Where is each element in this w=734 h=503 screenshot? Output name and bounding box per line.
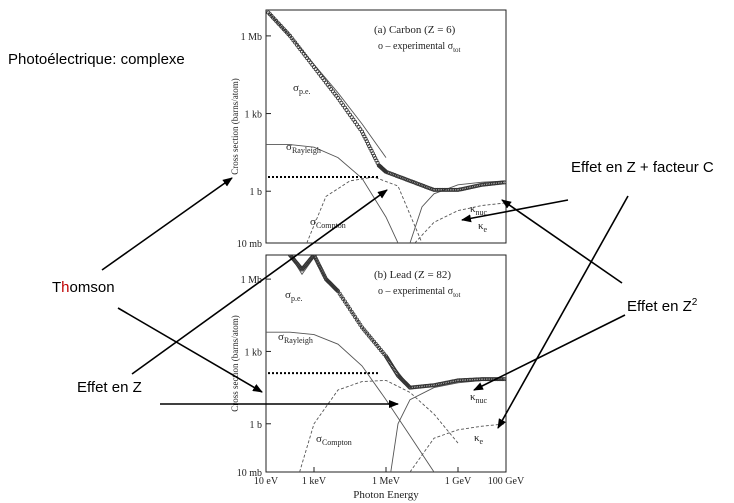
- series-line: [306, 176, 423, 243]
- series-line: [414, 202, 506, 243]
- data-point: [502, 377, 506, 382]
- arrow-zc-to-carbon-ke: [461, 199, 569, 223]
- effet-z-label: Effet en Z: [77, 379, 142, 396]
- legend-entry: o – experimental σtot: [378, 286, 461, 299]
- arrow-z2-to-lead-knuc: [473, 314, 626, 391]
- chart-panel-lead: 1 Mb 1 kb 1 b 10 mb Cross section (barns/ato…: [230, 254, 525, 501]
- data-point: [407, 384, 412, 389]
- arrow-effetz-to-carbon: [131, 189, 388, 375]
- arrow-z2-to-carbon-knuc: [501, 199, 623, 284]
- y-tick-label: 1 b: [250, 187, 263, 198]
- curve-label: κe: [474, 432, 484, 446]
- curve-label: σRayleigh: [286, 141, 321, 155]
- data-point: [502, 180, 506, 185]
- series-sigma-tot-points: [266, 10, 506, 192]
- y-tick-label: 1 Mb: [241, 275, 262, 286]
- data-point: [500, 180, 505, 185]
- effet-z2-base: Effet en Z: [627, 298, 692, 315]
- panel-title: (a) Carbon (Z = 6): [374, 24, 456, 36]
- panel-title: (b) Lead (Z = 82): [374, 269, 451, 281]
- y-tick-label: 1 Mb: [241, 32, 262, 43]
- y-axis-label: Cross section (barns/atom): [230, 315, 240, 411]
- thomson-suffix: omson: [70, 279, 115, 296]
- x-axis-label: Photon Energy: [353, 489, 419, 501]
- series-line: [266, 331, 435, 472]
- series-line: [266, 144, 399, 243]
- arrow-thomson-to-carbon: [101, 177, 233, 271]
- thomson-prefix: T: [52, 279, 61, 296]
- curve-label: σRayleigh: [278, 331, 313, 345]
- legend-entry: o – experimental σtot: [378, 41, 461, 54]
- curve-label: σCompton: [316, 433, 352, 447]
- curve-label: σp.e.: [293, 82, 311, 96]
- curve-label: σp.e.: [285, 289, 303, 303]
- x-tick-label: 1 MeV: [372, 476, 401, 487]
- y-axis-label: Cross section (barns/atom): [230, 78, 240, 174]
- thomson-highlight: h: [61, 279, 69, 296]
- y-tick-label: 1 b: [250, 420, 263, 431]
- arrow-zc-to-lead-ke: [497, 195, 629, 429]
- y-tick-label: 1 kb: [245, 110, 263, 121]
- y-tick-label: 10 mb: [237, 468, 262, 479]
- effet-z-facteur-c-label: Effet en Z + facteur C: [571, 159, 714, 176]
- curve-label: σCompton: [310, 216, 346, 230]
- thomson-label: Thomson: [52, 279, 115, 296]
- curve-label: κe: [478, 220, 488, 234]
- curve-label: κnuc: [470, 203, 488, 217]
- y-tick-label: 1 kb: [245, 347, 263, 358]
- slide-title: Photoélectrique: complexe: [8, 51, 185, 68]
- plot-frame: [265, 9, 507, 244]
- data-point: [335, 288, 340, 293]
- data-point: [312, 255, 316, 257]
- series-sigma-tot-points: [288, 255, 506, 390]
- chart-panel-carbon: 1 Mb 1 kb 1 b 10 mb Cross section (barns/ato…: [230, 9, 507, 250]
- series-line: [409, 423, 506, 472]
- data-point: [500, 377, 505, 382]
- x-tick-label: 1 keV: [302, 476, 327, 487]
- series-line: [299, 379, 459, 472]
- curve-label: κnuc: [470, 391, 488, 405]
- x-tick-label: 100 GeV: [488, 476, 525, 487]
- effet-z2-label: Effet en Z2: [627, 297, 698, 315]
- effet-z2-exponent: 2: [692, 297, 698, 308]
- x-tick-label: 10 eV: [254, 476, 279, 487]
- arrow-thomson-to-lead: [117, 307, 263, 393]
- annotation-arrows: [101, 177, 629, 429]
- x-tick-label: 1 GeV: [445, 476, 472, 487]
- y-tick-label: 10 mb: [237, 239, 262, 250]
